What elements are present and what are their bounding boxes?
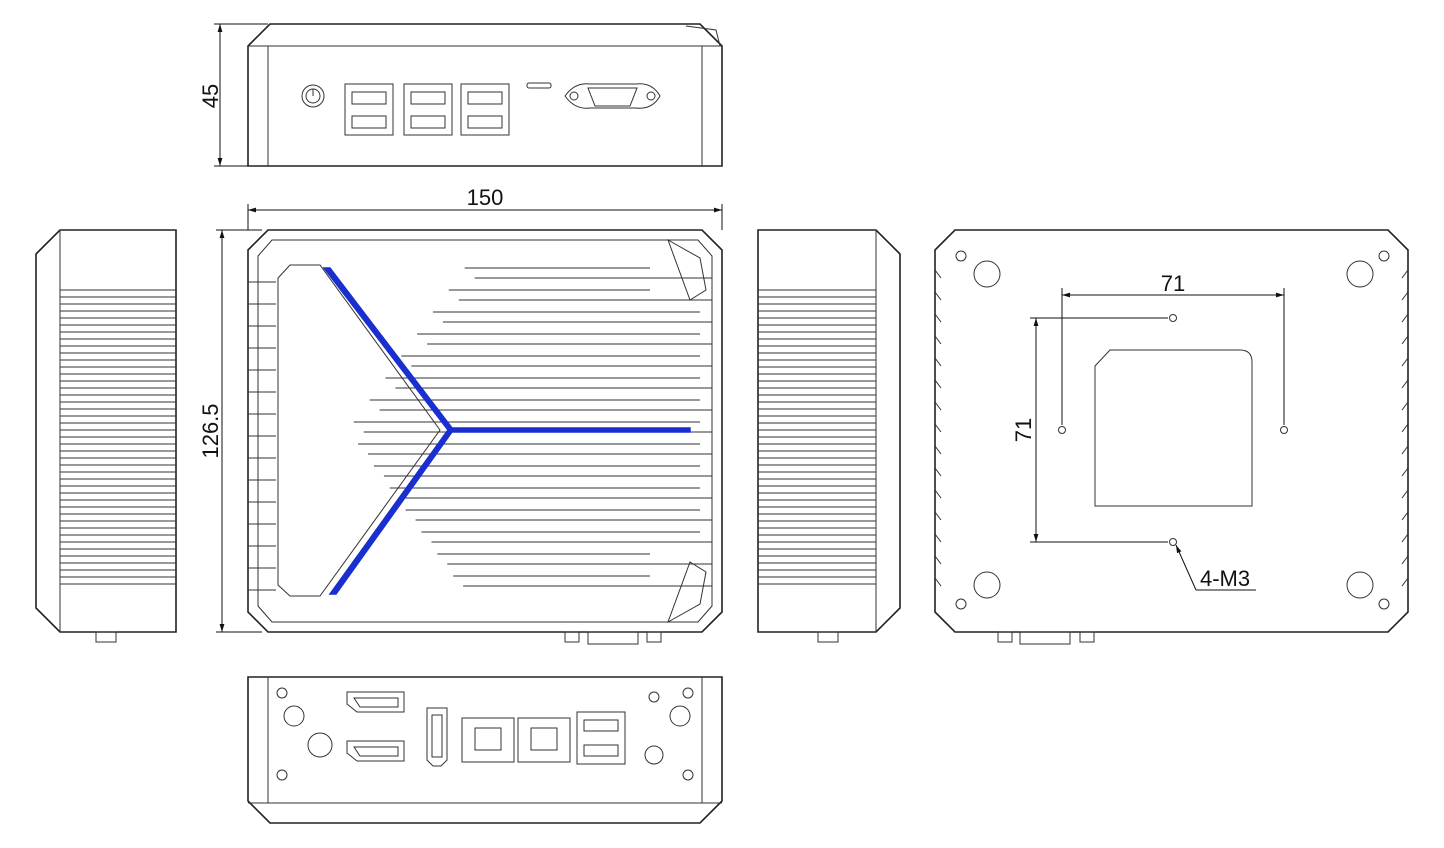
right-side-view xyxy=(757,229,901,643)
fin-line xyxy=(934,357,942,367)
fin-line xyxy=(1401,511,1409,521)
hdmi-icon xyxy=(426,707,448,767)
fin-line xyxy=(1401,489,1409,499)
left-side-view xyxy=(35,229,177,643)
fin-line xyxy=(934,313,942,323)
dim-mount-x: 71 xyxy=(1161,271,1185,296)
fin-line xyxy=(934,379,942,389)
fin-line xyxy=(934,291,942,301)
fin-line xyxy=(934,423,942,433)
fin-line xyxy=(934,511,942,521)
fin-line xyxy=(1401,423,1409,433)
fin-line xyxy=(934,335,942,345)
fin-line xyxy=(1401,291,1409,301)
ethernet-ports xyxy=(461,717,571,763)
fin-line xyxy=(1401,401,1409,411)
dc-jack-icon xyxy=(307,732,333,758)
audio-jack-icon xyxy=(644,745,664,765)
fin-line xyxy=(934,445,942,455)
usb-ports-front xyxy=(344,83,510,136)
mount-screw-label: 4-M3 xyxy=(1200,566,1250,591)
dim-height: 45 xyxy=(198,84,223,108)
serial-port-icon xyxy=(564,83,661,109)
accent-stripe xyxy=(322,267,691,595)
dim-mount-y: 71 xyxy=(1011,418,1036,442)
fin-line xyxy=(934,533,942,543)
top-view: 150 126.5 xyxy=(198,185,723,645)
front-view: 45 xyxy=(198,23,723,167)
fin-line xyxy=(934,467,942,477)
fin-line xyxy=(1401,335,1409,345)
bottom-view: 71 71 4-M3 xyxy=(934,229,1409,645)
fin-line xyxy=(1401,445,1409,455)
fin-line xyxy=(934,401,942,411)
fin-line xyxy=(934,577,942,587)
fin-line xyxy=(934,269,942,279)
dim-depth: 126.5 xyxy=(198,403,223,458)
usb-ports-rear xyxy=(576,711,626,765)
fin-line xyxy=(1401,467,1409,477)
fin-line xyxy=(1401,379,1409,389)
fin-line xyxy=(934,555,942,565)
fin-line xyxy=(1401,269,1409,279)
fin-line xyxy=(1401,533,1409,543)
fin-line xyxy=(1401,555,1409,565)
fin-line xyxy=(1401,357,1409,367)
power-button-icon xyxy=(301,84,325,108)
displayport-icons xyxy=(346,691,405,762)
fin-line xyxy=(1401,577,1409,587)
dim-width: 150 xyxy=(467,185,504,210)
fin-line xyxy=(934,489,942,499)
rear-view xyxy=(247,676,723,824)
fin-line xyxy=(1401,313,1409,323)
sd-slot-icon xyxy=(526,82,552,89)
